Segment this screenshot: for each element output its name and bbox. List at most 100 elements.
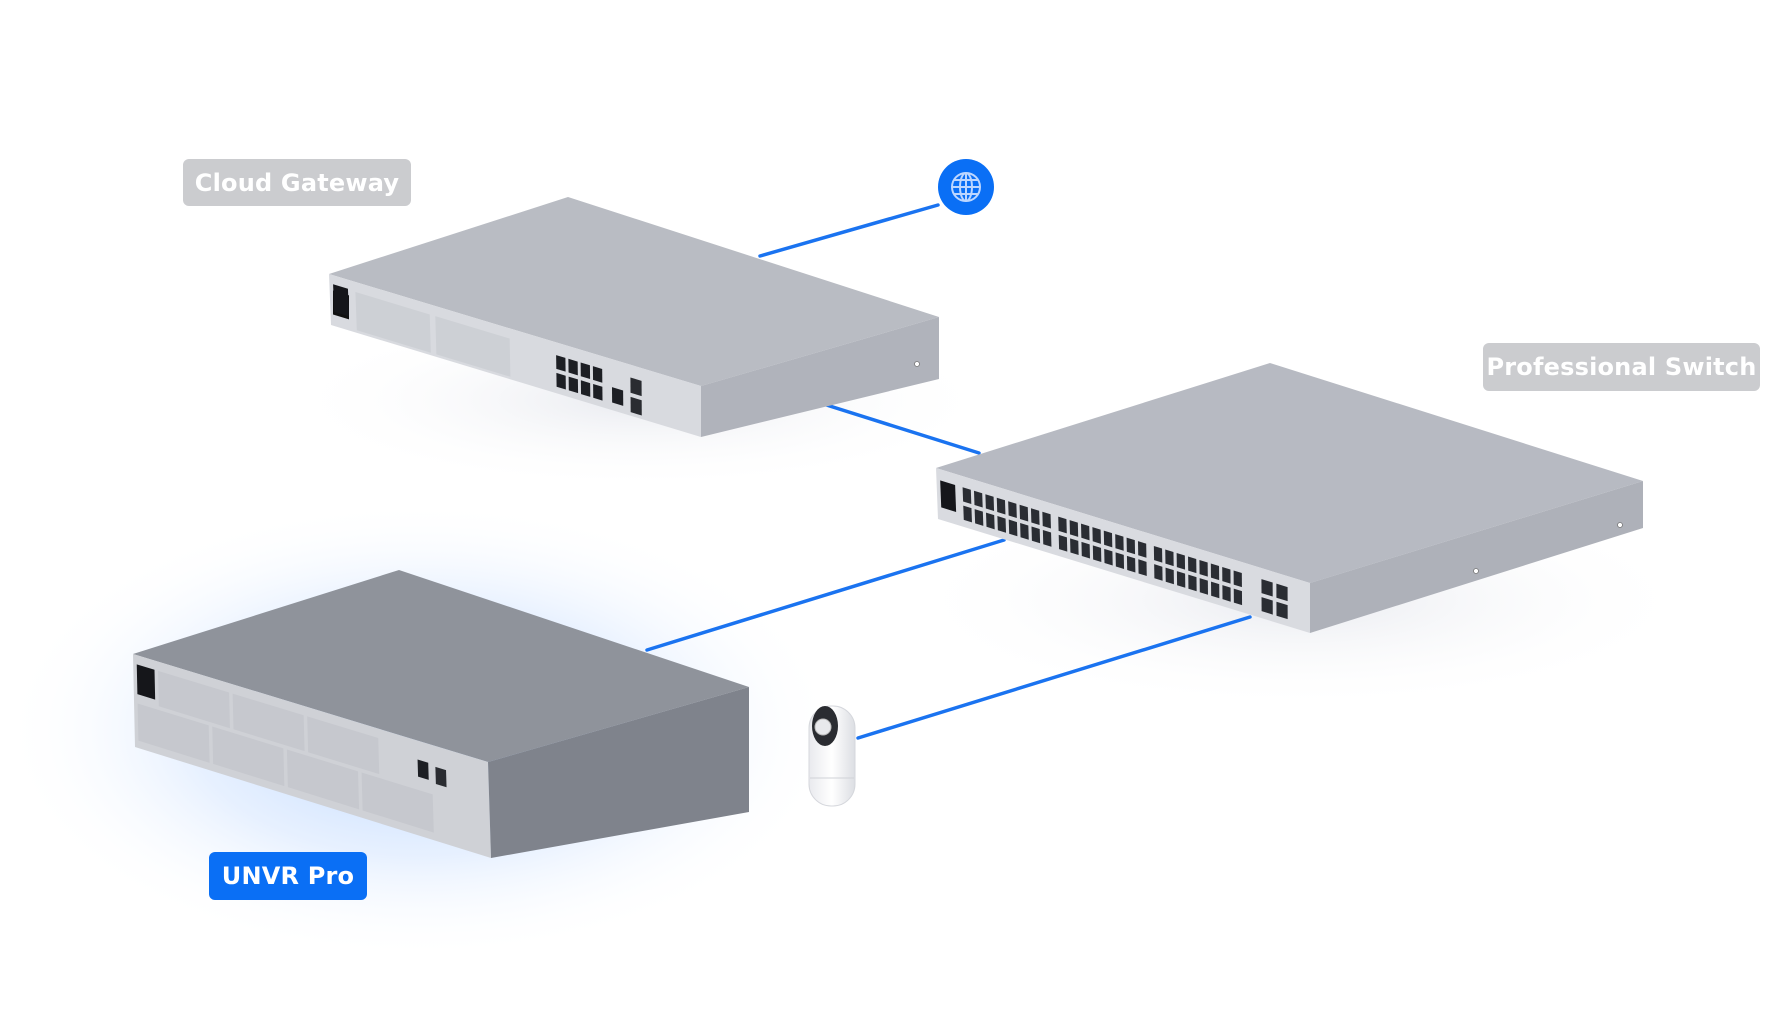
switch-rj45-port [1081, 523, 1090, 541]
switch-sfp-port [1261, 579, 1273, 597]
switch-sfp-port [1261, 597, 1273, 615]
internet-node[interactable] [938, 159, 994, 215]
gateway-rj45-port [580, 362, 591, 380]
switch-rj45-port [1188, 574, 1197, 592]
switch-rj45-port [963, 505, 972, 523]
unvr-side [488, 687, 749, 858]
switch-rj45-port [997, 516, 1007, 533]
gateway-ports [333, 284, 642, 416]
switch-rj45-port [1058, 516, 1067, 534]
switch-rj45-port [996, 497, 1006, 515]
switch-rj45-port [1188, 556, 1197, 574]
switch-rj45-port [1165, 549, 1174, 567]
gateway-drive-bay [355, 292, 431, 353]
switch-side [1310, 481, 1643, 633]
switch-rj45-port [1176, 571, 1186, 588]
switch-rj45-port [1115, 534, 1124, 551]
switch-rj45-port [1199, 578, 1208, 595]
switch-rj45-port [1222, 585, 1231, 602]
switch-rj45-port [1126, 555, 1136, 573]
switch-rj45-port [1165, 567, 1174, 585]
unvr-display-panel [136, 664, 156, 700]
switch-rj45-port [973, 490, 983, 508]
switch-rj45-port [1092, 545, 1102, 563]
switch-top [936, 363, 1643, 583]
switch-rj45-port [1020, 523, 1029, 540]
globe-icon [951, 172, 981, 202]
professional-switch-label[interactable]: Professional Switch [1483, 343, 1760, 391]
switch-rj45-port [1138, 559, 1147, 576]
switch-rj45-port [1103, 530, 1113, 548]
switch-rj45-port [1019, 504, 1029, 522]
switch-rj45-port [1233, 588, 1243, 606]
gateway-rj45-port [580, 380, 591, 397]
unvr-drive-bay [158, 670, 230, 729]
switch-ports [940, 480, 1288, 620]
switch-rj45-port [1115, 552, 1125, 569]
unvr-drive-bay [137, 703, 210, 763]
switch-rj45-port [1092, 527, 1101, 544]
gateway-display-panel [333, 284, 349, 317]
unvr-rj45-port [417, 759, 429, 780]
gateway-rj45-port [568, 376, 579, 394]
gateway-rj45-port [592, 366, 603, 383]
switch-rj45-port [1126, 537, 1136, 555]
gateway-top [329, 197, 939, 386]
link-unvr-switch [645, 538, 1006, 652]
unvr-drive-bay [212, 726, 285, 787]
switch-rj45-port [986, 512, 995, 530]
unvr-sfp-port [435, 766, 447, 788]
switch-rj45-port [1081, 541, 1090, 559]
switch-rj45-port [1058, 534, 1068, 552]
links [645, 203, 1252, 740]
switch-rj45-port [1153, 546, 1163, 563]
unvr-drive-bay [361, 772, 434, 833]
gateway-side [701, 317, 939, 437]
gateway-rj45-port [568, 358, 578, 376]
switch-rj45-port [1031, 526, 1041, 544]
gateway-rj45-port [593, 384, 603, 401]
switch-rj45-port [1154, 564, 1163, 581]
switch-rj45-port [985, 494, 995, 512]
switch-rj45-port [1233, 570, 1242, 588]
unvr-pro-label[interactable]: UNVR Pro [209, 852, 367, 900]
link-camera-switch [856, 615, 1252, 740]
camera-device[interactable] [808, 705, 856, 807]
unvr-pro-device[interactable] [133, 570, 749, 858]
switch-rj45-port [1042, 530, 1052, 547]
switch-rj45-port [1042, 511, 1051, 529]
gateway-rj45-port [556, 372, 566, 390]
switch-rj45-port [1199, 560, 1208, 577]
switch-rj45-port [1137, 541, 1147, 558]
switch-rj45-port [1104, 548, 1113, 566]
link-gateway-switch [815, 400, 981, 455]
unvr-drive-bay [232, 693, 305, 752]
unvr-top [133, 570, 749, 762]
cloud-gateway-device[interactable] [329, 197, 939, 437]
unvr-drive-bay [307, 716, 380, 775]
switch-rj45-port [1070, 538, 1079, 556]
gateway-drive-bay [435, 316, 511, 377]
unvr-drive-bays [136, 664, 447, 833]
switch-rj45-port [1176, 553, 1186, 570]
switch-rj45-port [1069, 520, 1079, 537]
switch-rj45-port [1008, 519, 1018, 537]
professional-switch-device[interactable] [936, 363, 1643, 633]
link-internet-gateway [758, 203, 940, 258]
switch-display-panel [940, 480, 957, 512]
switch-rj45-port [1222, 567, 1231, 584]
unvr-drive-bay [286, 749, 360, 810]
gateway-sfp-port [630, 377, 642, 397]
camera-lens [814, 718, 832, 736]
gateway-sfp-port [630, 396, 642, 416]
switch-sfp-port [1276, 601, 1288, 620]
switch-rj45-port [1211, 581, 1220, 599]
gateway-wan-port [611, 387, 624, 406]
switch-rj45-port [1210, 563, 1220, 581]
switch-rj45-port [962, 487, 972, 505]
gateway-rj45-port [556, 355, 566, 372]
switch-rj45-port [1008, 501, 1017, 519]
switch-rj45-port [974, 509, 984, 526]
cloud-gateway-label[interactable]: Cloud Gateway [183, 159, 411, 206]
